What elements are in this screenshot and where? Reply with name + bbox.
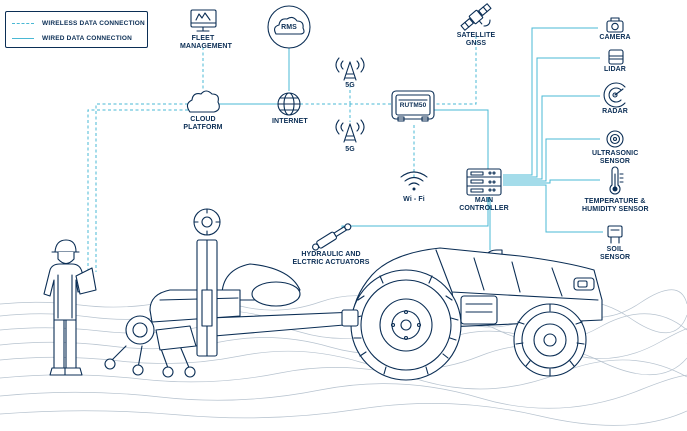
dashed-line-swatch (12, 22, 34, 24)
radar-icon (603, 82, 626, 108)
ground-lines (0, 289, 687, 426)
camera-label: CAMERA (599, 34, 631, 41)
temperature-humidity-label: TEMPERATURE & HUMIDITY SENSOR (582, 198, 649, 213)
soil-sensor-label: SOIL SENSOR (600, 246, 631, 261)
soil-sensor-icon (607, 225, 623, 244)
5g-tower-top-icon (335, 57, 365, 81)
fleet-management-label: FLEET MANAGEMENT (180, 35, 232, 50)
legend: WIRELESS DATA CONNECTION WIRED DATA CONN… (5, 11, 148, 48)
tractor-figure (350, 247, 603, 381)
wifi-label: Wi - Fi (403, 196, 425, 203)
wifi-icon (400, 171, 428, 191)
legend-wired-label: WIRED DATA CONNECTION (42, 34, 133, 42)
rms-cloud-icon (267, 5, 311, 49)
main-controller-icon (466, 168, 502, 196)
fleet-management-icon (190, 9, 217, 32)
actuators-label: HYDRAULIC AND ELCTRIC ACTUATORS (292, 251, 370, 266)
cloud-platform-label: CLOUD PLATFORM (183, 116, 223, 131)
satellite-icon (460, 3, 492, 31)
cloud-platform-icon (186, 90, 220, 113)
radar-label: RADAR (602, 108, 628, 115)
legend-wireless: WIRELESS DATA CONNECTION (12, 18, 145, 28)
lidar-label: LIDAR (604, 66, 626, 73)
internet-label: INTERNET (272, 118, 308, 125)
thermometer-icon (609, 166, 624, 195)
solid-line-swatch (12, 37, 34, 39)
5g-tower-bottom-icon (335, 119, 365, 143)
actuator-icon (312, 223, 352, 251)
satellite-label: SATELLITE GNSS (456, 32, 496, 47)
router-label: RUTM50 (399, 102, 427, 109)
connections (87, 27, 603, 272)
internet-globe-icon (277, 92, 301, 116)
seeder-implement (104, 208, 359, 378)
5g-bottom-label: 5G (345, 146, 355, 153)
legend-wired: WIRED DATA CONNECTION (12, 33, 132, 43)
legend-wireless-label: WIRELESS DATA CONNECTION (42, 19, 145, 27)
rms-label: RMS (281, 24, 297, 31)
5g-top-label: 5G (345, 82, 355, 89)
ultrasonic-sensor-icon (606, 130, 624, 148)
main-controller-label: MAIN CONTROLLER (459, 197, 509, 212)
lidar-icon (608, 49, 624, 65)
router-icon (391, 90, 435, 122)
camera-icon (606, 17, 624, 33)
ultrasonic-sensor-label: ULTRASONIC SENSOR (592, 150, 639, 165)
farmer-figure (43, 239, 97, 376)
